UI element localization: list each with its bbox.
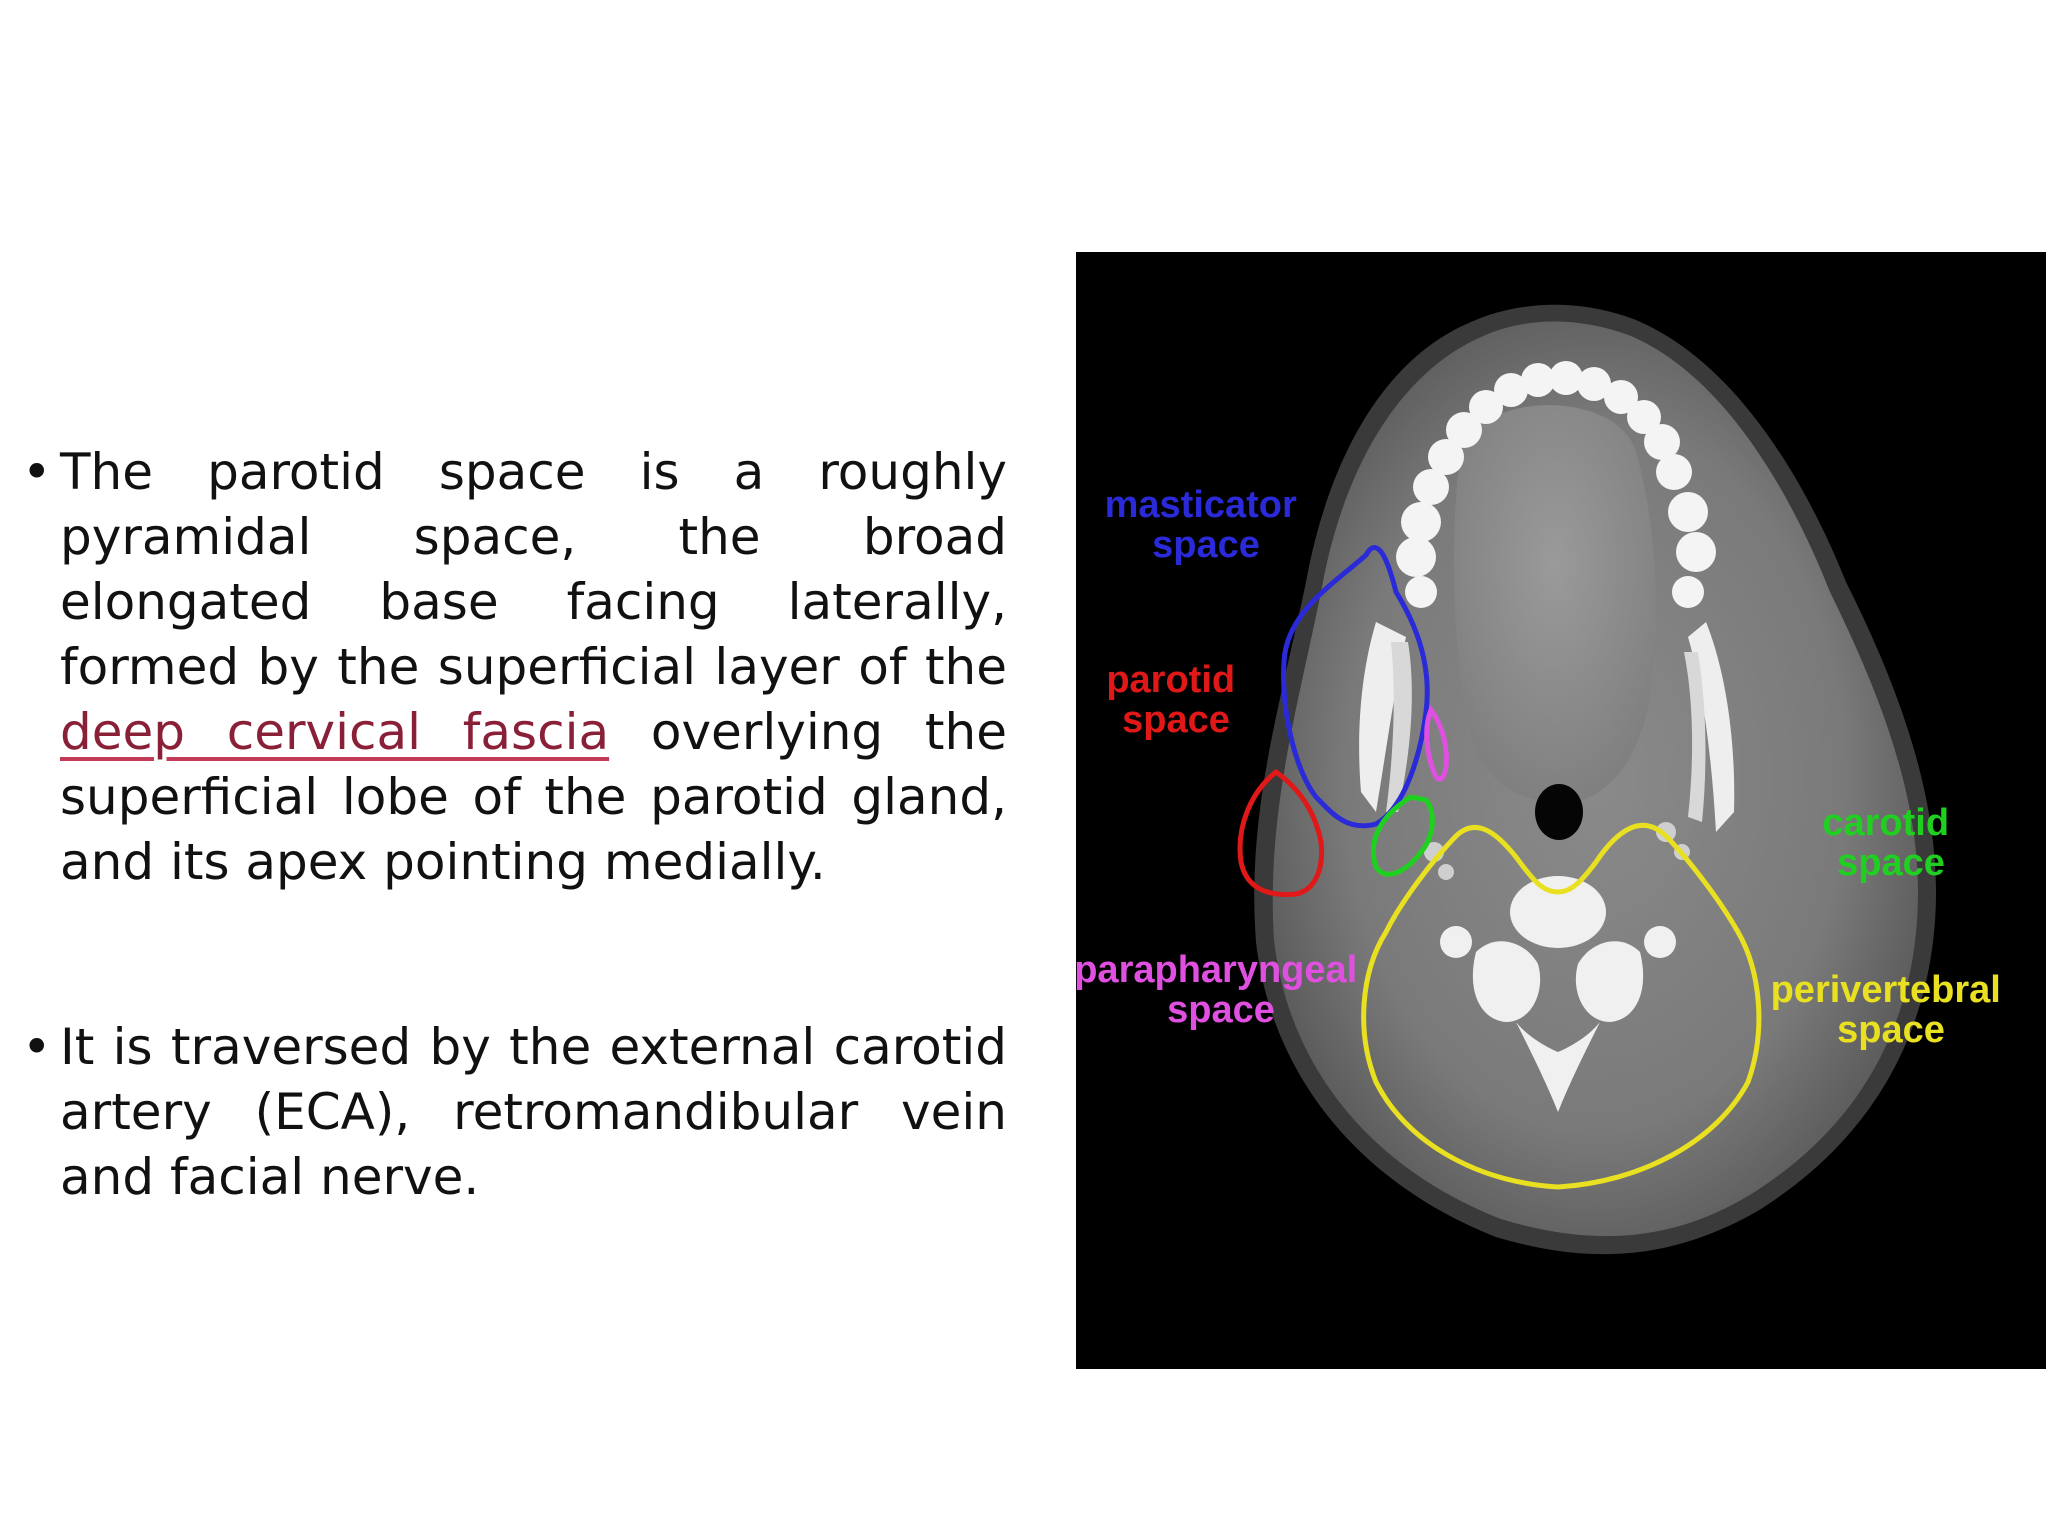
carotid-space-outline xyxy=(1370,794,1435,877)
perivertebral-space-outline xyxy=(1361,822,1762,1190)
slide-text: • The parotid space is a roughly pyramid… xyxy=(22,440,1007,1210)
parotid-space-outline xyxy=(1237,768,1325,898)
bullet-text: The parotid space is a roughly pyramidal… xyxy=(60,443,1007,696)
bullet-text: It is traversed by the external carotid … xyxy=(60,1018,1007,1206)
masticator-space-outline xyxy=(1281,545,1430,829)
teeth xyxy=(1396,361,1716,608)
parotid-space-label: parotid space xyxy=(1106,659,1245,741)
bullet-marker: • xyxy=(22,1018,52,1076)
airway xyxy=(1535,784,1583,840)
tongue xyxy=(1453,405,1656,803)
masticator-space-label: masticator space xyxy=(1105,484,1308,566)
carotid-space-label: carotid space xyxy=(1822,802,1959,884)
deep-cervical-fascia-link[interactable]: deep cervical fascia xyxy=(60,703,610,761)
perivertebral-space-label: perivertebral space xyxy=(1771,969,2012,1051)
bullet-marker: • xyxy=(22,443,52,501)
bullet-item: • It is traversed by the external caroti… xyxy=(22,1015,1007,1210)
ct-scan-image: masticator space parotid space paraphary… xyxy=(1076,304,2012,1255)
ct-scan-figure: masticator space parotid space paraphary… xyxy=(1076,252,2046,1369)
vertebra xyxy=(1440,876,1676,1112)
parapharyngeal-space-outline xyxy=(1424,705,1449,782)
bullet-item: • The parotid space is a roughly pyramid… xyxy=(22,440,1007,895)
parapharyngeal-space-label: parapharyngeal space xyxy=(1076,949,1368,1031)
vessels xyxy=(1424,822,1690,880)
bullet-text: overlying the superficial lobe of the pa… xyxy=(60,703,1007,891)
mandible-rami xyxy=(1359,622,1735,832)
